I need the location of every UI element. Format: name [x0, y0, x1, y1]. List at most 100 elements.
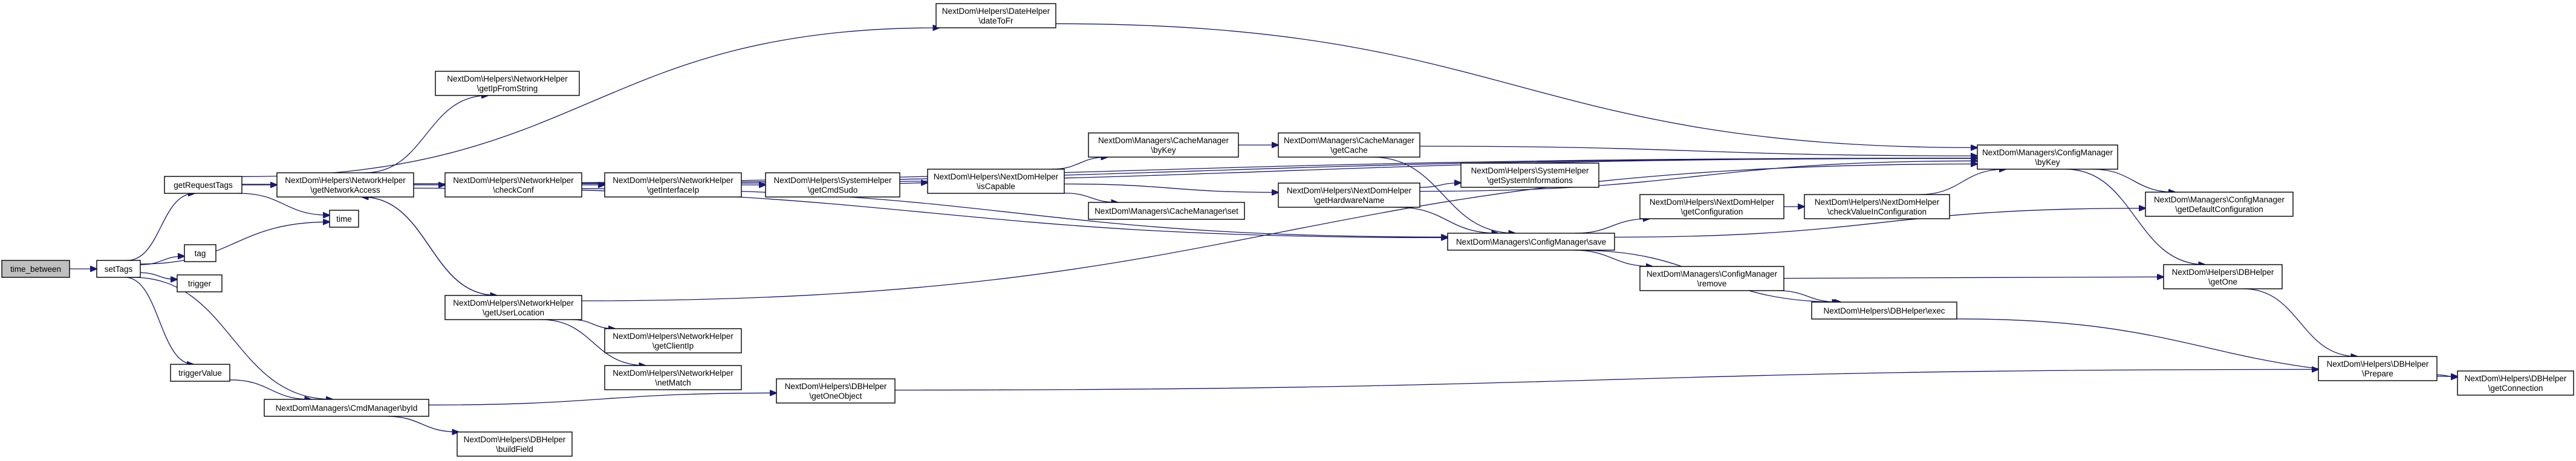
- node-label: \netMatch: [655, 378, 691, 387]
- node-build-field[interactable]: NextDom\Helpers\DBHelper\buildField: [457, 431, 573, 457]
- node-box[interactable]: [1278, 132, 1420, 158]
- node-label: NextDom\Helpers\NextDomHelper: [1815, 198, 1940, 207]
- edge-get-hardware-name-to-config-by-key: [1419, 161, 1977, 192]
- node-get-one-object[interactable]: NextDom\Helpers\DBHelper\getOneObject: [776, 378, 896, 404]
- node-box[interactable]: [927, 169, 1065, 194]
- node-label: NextDom\Managers\CmdManager\byId: [276, 404, 418, 413]
- node-box[interactable]: [2457, 370, 2574, 396]
- node-box[interactable]: [177, 274, 223, 292]
- node-box[interactable]: [765, 172, 900, 198]
- node-box[interactable]: [1088, 132, 1239, 158]
- node-config-by-key[interactable]: NextDom\Managers\ConfigManager\byKey: [1977, 144, 2118, 170]
- node-get-network-access[interactable]: NextDom\Helpers\NetworkHelper\getNetwork…: [276, 172, 414, 198]
- node-check-value-in-configuration[interactable]: NextDom\Helpers\NextDomHelper\checkValue…: [1804, 194, 1950, 219]
- edge-save-to-get-configuration: [1575, 219, 1650, 234]
- node-box[interactable]: [2145, 192, 2294, 217]
- edge-prepare-to-get-connection: [2436, 375, 2457, 377]
- node-box[interactable]: [184, 244, 216, 262]
- node-box[interactable]: [1278, 182, 1420, 208]
- node-label: \byKey: [1151, 146, 1176, 155]
- node-box[interactable]: [264, 399, 429, 417]
- node-box[interactable]: [1639, 194, 1784, 219]
- node-time[interactable]: time: [329, 210, 359, 228]
- edge-get-request-tags-to-time: [238, 193, 330, 215]
- node-box[interactable]: [164, 176, 242, 194]
- node-box[interactable]: [170, 364, 230, 382]
- node-prepare[interactable]: NextDom\Helpers\DBHelper\Prepare: [2318, 356, 2438, 381]
- node-box[interactable]: [2318, 356, 2438, 381]
- node-label: \dateToFr: [978, 16, 1013, 25]
- node-box[interactable]: [444, 295, 582, 320]
- node-get-cmd-sudo[interactable]: NextDom\Helpers\SystemHelper\getCmdSudo: [765, 172, 900, 198]
- node-label: \getConnection: [2488, 384, 2543, 393]
- node-trigger[interactable]: trigger: [177, 274, 223, 292]
- node-box[interactable]: [1977, 144, 2118, 170]
- node-get-hardware-name[interactable]: NextDom\Helpers\NextDomHelper\getHardwar…: [1278, 182, 1420, 208]
- edge-get-user-location-to-get-network-access: [362, 197, 497, 296]
- node-label: trigger: [188, 279, 212, 288]
- node-label: NextDom\Managers\ConfigManager: [1647, 269, 1778, 279]
- edge-remove-to-exec: [1777, 290, 1839, 302]
- node-box[interactable]: [1460, 163, 1599, 188]
- node-set-tags[interactable]: setTags: [96, 260, 141, 278]
- node-get-connection[interactable]: NextDom\Helpers\DBHelper\getConnection: [2457, 370, 2574, 396]
- node-box[interactable]: [604, 172, 742, 198]
- node-get-user-location[interactable]: NextDom\Helpers\NetworkHelper\getUserLoc…: [444, 295, 582, 320]
- node-label: NextDom\Helpers\DBHelper: [2327, 359, 2429, 369]
- node-get-client-ip[interactable]: NextDom\Helpers\NetworkHelper\getClientI…: [604, 328, 742, 353]
- node-box[interactable]: [457, 431, 573, 457]
- node-box[interactable]: [604, 365, 742, 390]
- node-save[interactable]: NextDom\Managers\ConfigManager\save: [1447, 233, 1615, 251]
- node-box[interactable]: [329, 210, 359, 228]
- node-remove[interactable]: NextDom\Managers\ConfigManager\remove: [1639, 266, 1784, 291]
- node-label: NextDom\Helpers\SystemHelper: [1471, 166, 1589, 175]
- edge-set-tags-to-trigger: [140, 272, 177, 279]
- node-get-request-tags[interactable]: getRequestTags: [164, 176, 242, 194]
- node-label: \checkValueInConfiguration: [1827, 207, 1927, 216]
- node-box[interactable]: [1447, 233, 1615, 251]
- node-box[interactable]: [276, 172, 414, 198]
- node-get-interface-ip[interactable]: NextDom\Helpers\NetworkHelper\getInterfa…: [604, 172, 742, 198]
- edge-check-conf-to-save: [581, 188, 1448, 237]
- node-label: NextDom\Helpers\DBHelper: [785, 382, 887, 391]
- node-date-to-fr[interactable]: NextDom\Helpers\DateHelper\dateToFr: [935, 3, 1056, 28]
- node-box[interactable]: [935, 3, 1056, 28]
- node-box[interactable]: [1639, 266, 1784, 291]
- node-box[interactable]: [776, 378, 896, 404]
- node-box[interactable]: [435, 71, 580, 96]
- node-label: \getDefaultConfiguration: [2175, 205, 2263, 214]
- node-get-ip-from-string[interactable]: NextDom\Helpers\NetworkHelper\getIpFromS…: [435, 71, 580, 96]
- node-label: \getCmdSudo: [808, 185, 858, 195]
- node-tag[interactable]: tag: [184, 244, 216, 262]
- edge-cmd-by-id-to-get-one-object: [428, 393, 776, 405]
- node-box[interactable]: [1088, 202, 1245, 220]
- node-label: \isCapable: [977, 182, 1015, 191]
- node-get-one[interactable]: NextDom\Helpers\DBHelper\getOne: [2163, 264, 2283, 289]
- node-get-default-configuration[interactable]: NextDom\Managers\ConfigManager\getDefaul…: [2145, 192, 2294, 217]
- node-cache-set[interactable]: NextDom\Managers\CacheManager\set: [1088, 202, 1245, 220]
- node-label: \buildField: [496, 445, 533, 454]
- edge-get-hardware-name-to-get-system-informations: [1419, 183, 1461, 188]
- node-cmd-by-id[interactable]: NextDom\Managers\CmdManager\byId: [264, 399, 429, 417]
- node-box[interactable]: [1811, 301, 1957, 320]
- edge-set-tags-to-get-request-tags: [127, 193, 195, 261]
- node-box[interactable]: [1804, 194, 1950, 219]
- node-trigger-value[interactable]: triggerValue: [170, 364, 230, 382]
- edge-get-cache-to-save: [1371, 156, 1515, 233]
- node-is-capable[interactable]: NextDom\Helpers\NextDomHelper\isCapable: [927, 169, 1065, 194]
- node-check-conf[interactable]: NextDom\Helpers\NetworkHelper\checkConf: [444, 172, 582, 198]
- node-box[interactable]: [444, 172, 582, 198]
- node-box[interactable]: [2163, 264, 2283, 289]
- node-label: NextDom\Managers\CacheManager\set: [1094, 207, 1238, 216]
- node-exec[interactable]: NextDom\Helpers\DBHelper\exec: [1811, 301, 1957, 320]
- node-box[interactable]: [96, 260, 141, 278]
- node-get-system-informations[interactable]: NextDom\Helpers\SystemHelper\getSystemIn…: [1460, 163, 1599, 188]
- node-label: NextDom\Helpers\NetworkHelper: [453, 298, 574, 308]
- node-box[interactable]: [604, 328, 742, 353]
- node-cache-by-id[interactable]: NextDom\Managers\CacheManager\byKey: [1088, 132, 1239, 158]
- node-net-match[interactable]: NextDom\Helpers\NetworkHelper\netMatch: [604, 365, 742, 390]
- node-get-cache[interactable]: NextDom\Managers\CacheManager\getCache: [1278, 132, 1420, 158]
- edge-get-user-location-to-net-match: [541, 319, 646, 366]
- node-get-configuration[interactable]: NextDom\Helpers\NextDomHelper\getConfigu…: [1639, 194, 1784, 219]
